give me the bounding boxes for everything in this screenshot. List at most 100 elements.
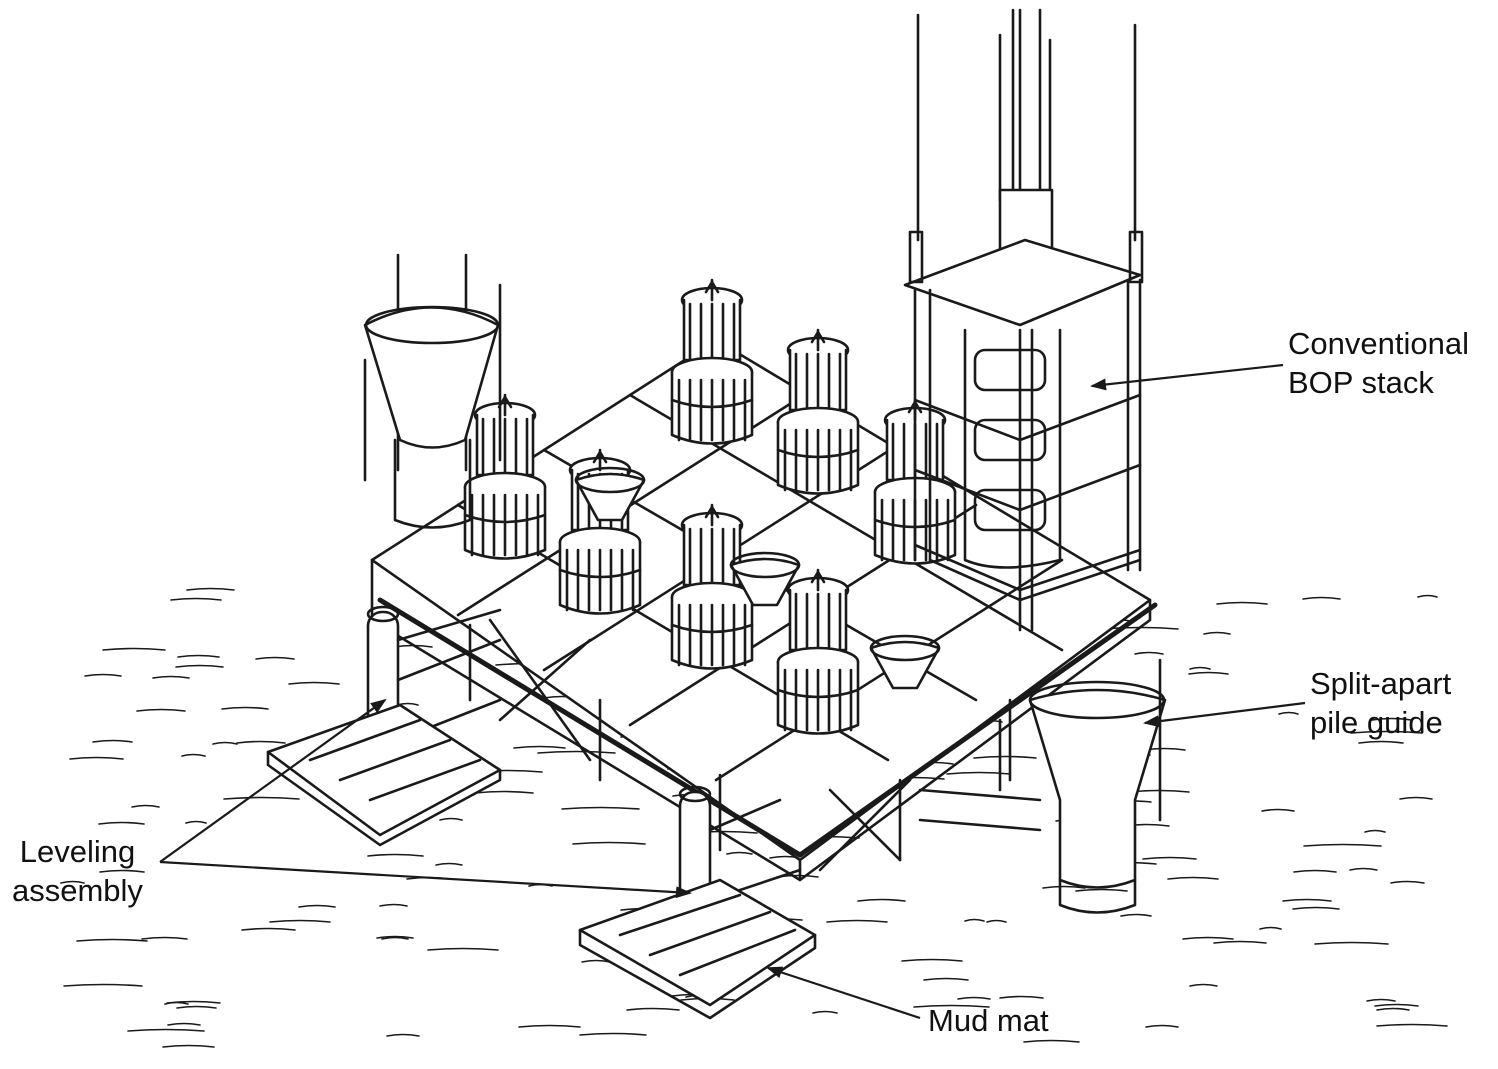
seabed-ripple <box>1376 1023 1448 1027</box>
seabed-ripple <box>1282 898 1332 902</box>
seabed-ripple <box>98 821 145 825</box>
seabed-ripple <box>1188 671 1229 675</box>
seabed-ripple <box>164 1001 189 1005</box>
seabed-ripple <box>1278 711 1299 715</box>
seabed-ripple <box>127 1028 205 1032</box>
seabed-ripple <box>84 673 122 677</box>
seabed-ripple <box>973 755 1037 759</box>
seabed-ripple <box>269 919 331 923</box>
seabed-ripple <box>513 745 566 749</box>
seabed-ripple <box>1213 940 1267 944</box>
seabed-ripple <box>223 796 300 800</box>
label-line: Split-apart <box>1310 666 1452 701</box>
label-split-apart-pile-guide: Split-apart pile guide <box>1310 664 1451 742</box>
seabed-ripple <box>379 903 408 907</box>
seabed-ripple <box>626 1007 680 1011</box>
seabed-ripple <box>999 995 1044 999</box>
seabed-ripple <box>913 1004 990 1008</box>
seabed-ripple <box>435 862 463 866</box>
upper-left-pile-guide <box>363 253 502 529</box>
seabed-ripple <box>1293 869 1337 873</box>
seabed-ripple <box>1364 829 1386 833</box>
seabed-ripple <box>181 753 206 757</box>
seabed-ripple <box>1167 876 1219 880</box>
seabed-ripple <box>69 756 124 760</box>
label-leveling-assembly: Leveling assembly <box>12 832 143 910</box>
seabed-ripple <box>1189 983 1218 987</box>
seabed-ripple <box>812 1010 838 1014</box>
seabed-ripple <box>1399 796 1433 800</box>
seabed-ripple <box>427 947 499 951</box>
seabed-ripple <box>236 740 286 744</box>
seabed-ripple <box>964 918 985 922</box>
seabed-ripple <box>141 936 188 940</box>
seabed-ripple <box>572 841 646 845</box>
wellhead-module <box>670 503 754 670</box>
seabed-ripple <box>212 741 238 745</box>
seabed-ripple <box>1390 880 1425 884</box>
label-mud-mat: Mud mat <box>928 1001 1049 1040</box>
seabed-ripple <box>1189 666 1211 670</box>
seabed-ripple <box>901 958 963 962</box>
open-funnel <box>869 634 941 690</box>
label-conventional-bop-stack: Conventional BOP stack <box>1288 324 1469 402</box>
seabed-ripple <box>76 938 148 942</box>
seabed-ripple <box>857 898 906 902</box>
seabed-ripple <box>1374 1003 1419 1007</box>
seabed-ripple <box>167 1022 201 1026</box>
seabed-ripple <box>1120 913 1152 917</box>
seabed-ripple <box>1023 1039 1080 1043</box>
label-line: pile guide <box>1310 705 1443 740</box>
seabed-ripple <box>241 927 296 931</box>
label-line: assembly <box>12 873 143 908</box>
label-line: Leveling <box>19 834 136 869</box>
seabed-ripple <box>726 851 753 855</box>
leader-lines <box>159 363 1306 1020</box>
seabed-ripple <box>1042 885 1086 889</box>
seabed-ripple <box>170 597 222 601</box>
seabed-ripple <box>826 919 888 923</box>
wellhead-module <box>670 278 754 445</box>
seabed-ripple <box>579 1032 647 1036</box>
seabed-ripple <box>99 869 145 873</box>
seabed-ripple <box>376 935 414 939</box>
seabed-ripple <box>136 708 186 712</box>
seabed-ripple <box>1366 998 1396 1002</box>
open-funnel <box>729 551 801 607</box>
seabed-ripple <box>1371 717 1412 721</box>
seabed-ripple <box>1216 601 1268 605</box>
seabed-ripple <box>1203 631 1231 635</box>
leader-leveling-left <box>159 698 387 863</box>
seabed-ripple <box>1259 926 1282 930</box>
seabed-ripple <box>186 587 235 591</box>
wellhead-module <box>776 568 860 735</box>
seabed-ripple <box>131 804 160 808</box>
seabed-ripple <box>946 771 1011 775</box>
seabed-ripple <box>1417 594 1438 598</box>
seabed-ripple <box>367 853 424 857</box>
seabed-ripple <box>957 996 991 1000</box>
seabed-ripple <box>162 1044 215 1048</box>
seabed-ripple <box>60 880 85 884</box>
seabed-ripple <box>102 647 166 651</box>
seabed-ripple <box>1358 740 1404 744</box>
seabed-ripple <box>1376 1007 1410 1011</box>
label-line: Conventional <box>1288 326 1469 361</box>
seabed-ripple <box>1145 1024 1179 1028</box>
seabed-ripple <box>474 790 534 794</box>
leader-bop-stack <box>1090 363 1284 391</box>
front-mud-mat <box>578 878 817 1020</box>
label-line: Mud mat <box>928 1003 1049 1038</box>
seabed-ripple <box>1292 906 1340 910</box>
seabed-ripple <box>1303 843 1382 847</box>
seabed-ripple <box>298 904 336 908</box>
seabed-ripple <box>1349 867 1378 871</box>
seabed-ripple <box>255 656 295 660</box>
seabed-ripple <box>439 817 463 821</box>
seabed-ripple <box>518 1024 581 1028</box>
leader-pile-guide <box>1143 701 1306 728</box>
split-apart-pile-guide <box>918 658 1167 914</box>
seabed-ripple <box>986 919 1007 923</box>
